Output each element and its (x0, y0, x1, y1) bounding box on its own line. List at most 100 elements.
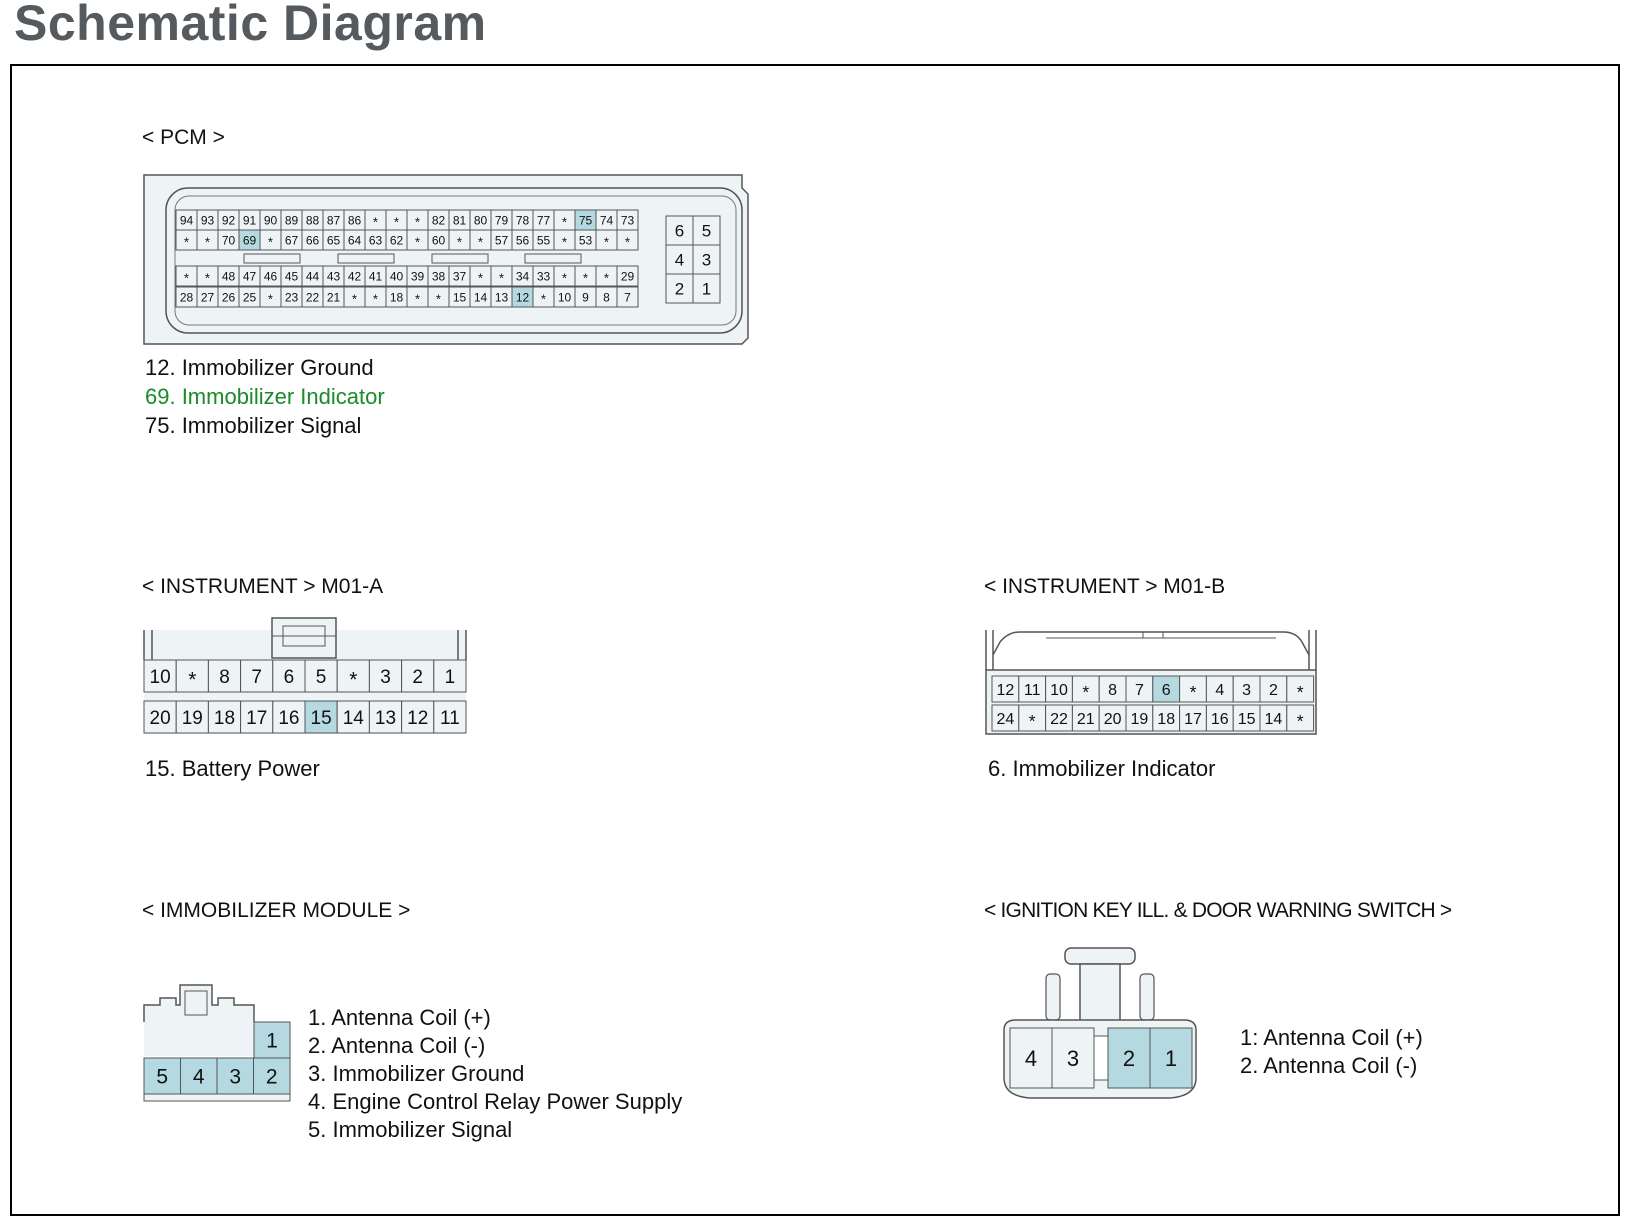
empty-pin-cavity: * (385, 209, 408, 231)
svg-text:75: 75 (579, 213, 593, 227)
pin-description: 5. Immobilizer Signal (308, 1117, 513, 1142)
pin-20: 20 (1098, 704, 1127, 732)
empty-pin-cavity: * (196, 229, 219, 251)
svg-text:17: 17 (246, 708, 267, 729)
pin-74: 74 (595, 209, 618, 231)
pin-19: 19 (175, 700, 209, 734)
pin-2: 2 (401, 659, 435, 693)
pin-4: 4 (665, 244, 694, 275)
empty-pin-cavity: * (364, 209, 387, 231)
pin-63: 63 (364, 229, 387, 251)
pin-description: 1: Antenna Coil (+) (1240, 1025, 1423, 1050)
svg-text:37: 37 (453, 269, 467, 283)
pin-94: 94 (175, 209, 198, 231)
pin-10: 10 (553, 286, 576, 308)
pin-12: 12 (991, 675, 1020, 703)
empty-pin-cavity: * (616, 229, 639, 251)
pin-3: 3 (1232, 675, 1261, 703)
empty-pin-cavity: * (175, 265, 198, 287)
pin-description: 15. Battery Power (145, 756, 320, 781)
pin-92: 92 (217, 209, 240, 231)
svg-text:87: 87 (327, 213, 341, 227)
svg-text:26: 26 (222, 290, 236, 304)
svg-text:*: * (604, 235, 609, 250)
empty-pin-cavity: * (448, 229, 471, 251)
svg-text:*: * (184, 271, 189, 286)
svg-text:14: 14 (1265, 711, 1283, 728)
svg-text:*: * (562, 271, 567, 286)
svg-text:*: * (478, 235, 483, 250)
svg-text:92: 92 (222, 213, 236, 227)
svg-text:22: 22 (1050, 711, 1068, 728)
svg-text:10: 10 (558, 290, 572, 304)
pin-4: 4 (180, 1057, 218, 1095)
empty-pin-cavity: * (1286, 675, 1315, 703)
pin-16: 16 (1205, 704, 1234, 732)
svg-text:22: 22 (306, 290, 320, 304)
svg-text:*: * (478, 271, 483, 286)
pin-1: 1 (692, 273, 721, 304)
svg-text:77: 77 (537, 213, 551, 227)
key-tab (431, 253, 489, 264)
svg-text:3: 3 (1242, 682, 1251, 699)
svg-text:23: 23 (285, 290, 299, 304)
svg-text:19: 19 (182, 708, 203, 729)
pin-8: 8 (1098, 675, 1127, 703)
svg-text:12: 12 (407, 708, 428, 729)
svg-text:28: 28 (180, 290, 194, 304)
key-tab (524, 253, 582, 264)
svg-text:17: 17 (1184, 711, 1202, 728)
empty-pin-cavity: * (595, 229, 618, 251)
svg-text:6: 6 (284, 667, 295, 688)
pin-1: 1 (253, 1021, 291, 1059)
svg-text:18: 18 (214, 708, 235, 729)
svg-text:2: 2 (1123, 1046, 1135, 1071)
pin-28: 28 (175, 286, 198, 308)
pin-13: 13 (490, 286, 513, 308)
svg-text:81: 81 (453, 213, 467, 227)
pin-15: 15 (304, 700, 338, 734)
empty-pin-cavity: * (532, 286, 555, 308)
svg-text:1: 1 (1165, 1046, 1177, 1071)
pin-11: 11 (433, 700, 467, 734)
pin-description: 12. Immobilizer Ground (145, 355, 374, 380)
pin-60: 60 (427, 229, 450, 251)
pin-6: 6 (272, 659, 306, 693)
svg-text:*: * (604, 271, 609, 286)
svg-text:11: 11 (440, 708, 460, 729)
pin-5: 5 (692, 215, 721, 246)
svg-text:4: 4 (193, 1066, 205, 1089)
svg-text:*: * (1029, 711, 1036, 731)
pin-18: 18 (1152, 704, 1181, 732)
svg-text:34: 34 (516, 269, 530, 283)
pin-44: 44 (301, 265, 324, 287)
svg-text:14: 14 (474, 290, 488, 304)
svg-text:8: 8 (219, 667, 230, 688)
svg-text:4: 4 (1215, 682, 1224, 699)
svg-text:*: * (457, 235, 462, 250)
pin-3: 3 (692, 244, 721, 275)
pin-53: 53 (574, 229, 597, 251)
pin-15: 15 (1232, 704, 1261, 732)
svg-text:1: 1 (445, 667, 456, 688)
pin-description: 2. Antenna Coil (-) (308, 1033, 486, 1058)
svg-text:55: 55 (537, 233, 551, 247)
latch-window (1093, 1035, 1109, 1081)
svg-text:*: * (205, 271, 210, 286)
svg-text:7: 7 (624, 290, 631, 304)
svg-text:41: 41 (369, 269, 383, 283)
svg-text:78: 78 (516, 213, 530, 227)
pin-description: 75. Immobilizer Signal (145, 413, 362, 438)
svg-text:4: 4 (1025, 1046, 1037, 1071)
svg-text:33: 33 (537, 269, 551, 283)
svg-text:2: 2 (1269, 682, 1278, 699)
pin-40: 40 (385, 265, 408, 287)
svg-text:70: 70 (222, 233, 236, 247)
pin-38: 38 (427, 265, 450, 287)
instrument-a-pin-list: 15. Battery Power (145, 754, 320, 783)
empty-pin-cavity: * (1179, 675, 1207, 703)
empty-pin-cavity: * (343, 286, 366, 308)
svg-text:13: 13 (495, 290, 509, 304)
